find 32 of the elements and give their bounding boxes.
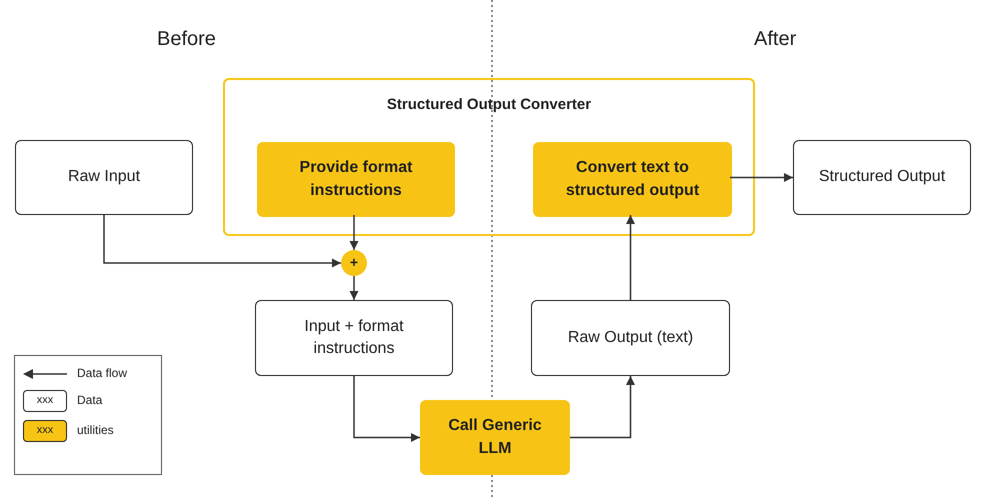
- utility-box: [420, 400, 570, 475]
- legend-label: Data: [77, 392, 102, 408]
- box-label: Raw Output (text): [568, 328, 694, 348]
- section-heading: After: [754, 28, 796, 51]
- legend-swatch: xxx: [23, 390, 67, 412]
- panel-heading: Structured Output Converter: [386, 95, 592, 115]
- arrow: [570, 376, 635, 438]
- join-circle: [341, 250, 367, 276]
- utility-box: [533, 142, 732, 217]
- box-label: Raw Input: [68, 167, 140, 188]
- arrow: [350, 215, 358, 250]
- box-label: +: [350, 253, 358, 272]
- box-label: Provide format instructions: [298, 158, 414, 200]
- box-label: Input + format instructions: [303, 316, 405, 359]
- section-heading: Before: [157, 28, 216, 51]
- arrow: [730, 173, 793, 182]
- data-box: [15, 140, 193, 215]
- data-box: [255, 300, 453, 376]
- arrow: [103, 215, 341, 268]
- box-label: Convert text to structured output: [564, 158, 700, 200]
- converter-panel: [223, 78, 755, 236]
- legend-label: utilities: [77, 422, 114, 438]
- arrow: [353, 376, 420, 442]
- box-label: Call Generic LLM: [447, 416, 543, 458]
- box-label: Structured Output: [818, 167, 946, 188]
- arrow: [626, 215, 635, 300]
- utility-box: [257, 142, 455, 217]
- data-box: [531, 300, 730, 376]
- arrow: [350, 276, 358, 300]
- data-box: [793, 140, 971, 215]
- legend-swatch: xxx: [23, 420, 67, 442]
- legend-label: Data flow: [77, 366, 128, 382]
